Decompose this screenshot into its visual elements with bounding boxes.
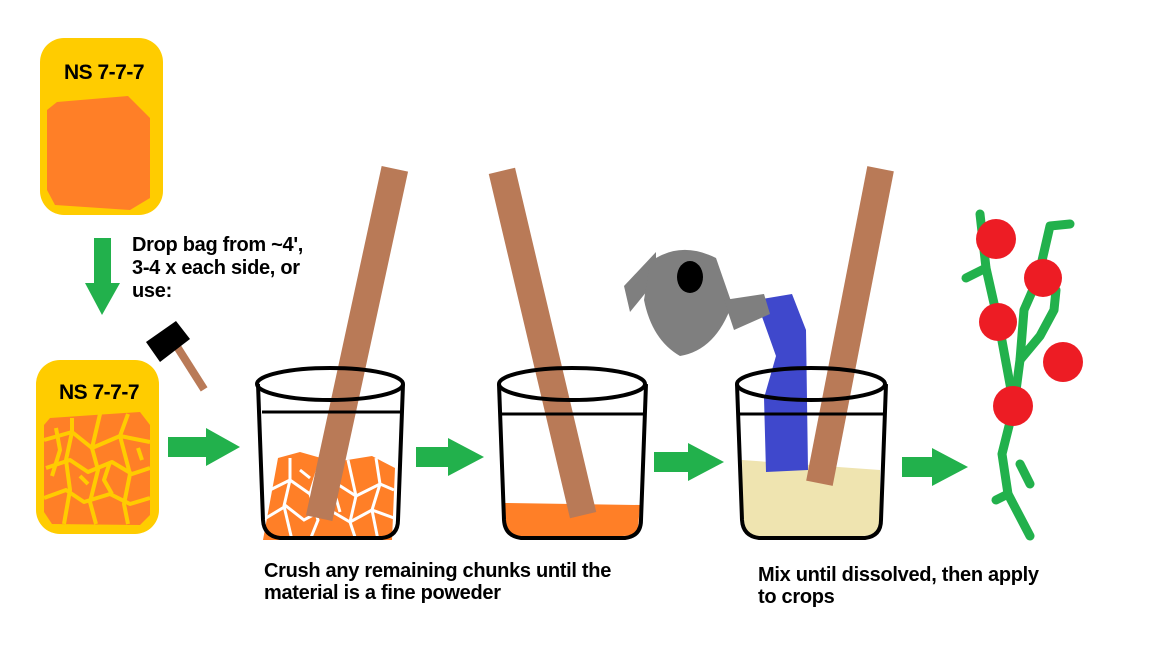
jar-with-solution (735, 166, 894, 540)
fertilizer-bag-cracked (36, 360, 159, 534)
bag-label-bottom: NS 7-7-7 (59, 381, 140, 404)
arrow-right-icon (654, 443, 724, 481)
drop-instruction-line2: 3-4 x each side, or (132, 257, 300, 279)
mallet-icon (146, 321, 208, 392)
drop-instruction-line1: Drop bag from ~4', (132, 234, 304, 256)
crush-instruction-line1: Crush any remaining chunks until the (264, 560, 612, 582)
tomato (976, 219, 1083, 426)
mix-instruction-line1: Mix until dissolved, then apply (758, 564, 1039, 586)
drop-instruction-line3: use: (132, 280, 172, 302)
watering-can-icon (624, 249, 770, 356)
crush-instruction-line2: material is a fine poweder (264, 582, 501, 604)
crack-lines (43, 413, 151, 525)
fertilizer-bag-intact (40, 38, 163, 215)
tomato-plant-icon (961, 209, 1083, 541)
arrow-right-icon (168, 428, 240, 466)
jar-with-powder (488, 167, 648, 540)
arrow-down-icon (85, 238, 120, 315)
arrow-right-icon (416, 438, 484, 476)
arrow-right-icon (902, 448, 968, 486)
bag-label-top: NS 7-7-7 (64, 61, 145, 84)
jar-with-chunks (255, 165, 409, 541)
mix-instruction-line2: to crops (758, 586, 835, 608)
